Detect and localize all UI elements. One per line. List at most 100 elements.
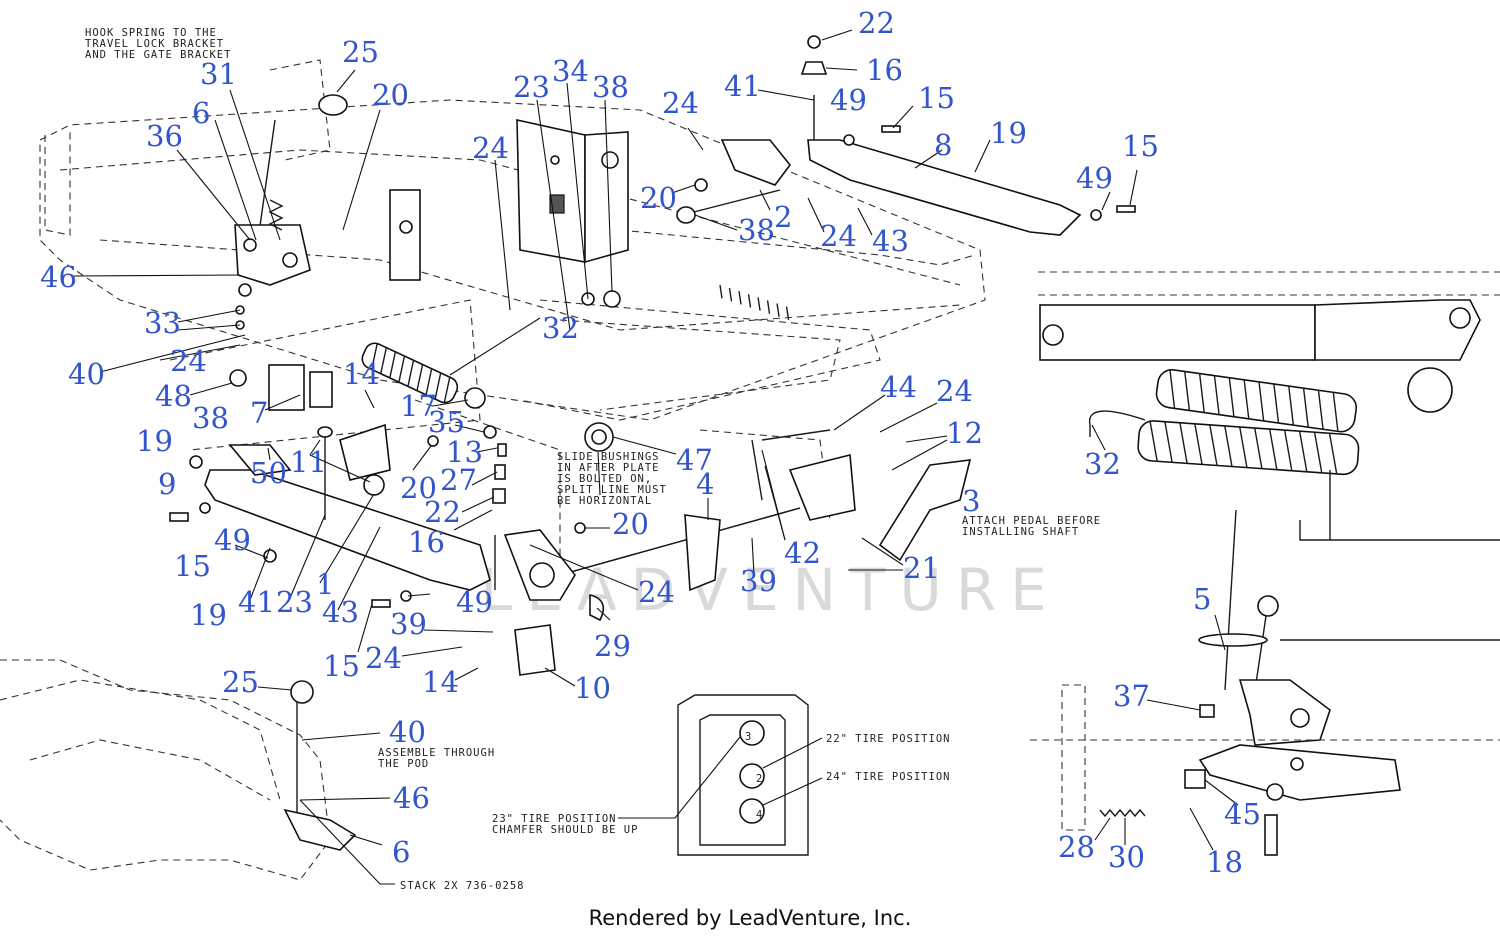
note-hook-spring-1: HOOK SPRING TO THE: [85, 27, 217, 39]
callout: 40: [68, 357, 105, 391]
callout: 24: [638, 575, 675, 609]
callout: 47: [676, 443, 713, 477]
callout: 38: [738, 213, 775, 247]
callout: 16: [408, 525, 445, 559]
callout: 44: [880, 370, 917, 404]
callout: 20: [400, 471, 437, 505]
upper-right-linkage: [676, 35, 1136, 236]
left-rail: [204, 423, 496, 591]
note-slide-bushings-4: SPLIT LINE MUST: [557, 484, 667, 496]
callout: 21: [903, 551, 940, 585]
annotation-notes: HOOK SPRING TO THE TRAVEL LOCK BRACKET A…: [85, 27, 1101, 892]
note-stack: STACK 2X 736-0258: [400, 880, 524, 892]
callout: 48: [155, 379, 192, 413]
lever-detail-inset: [1030, 509, 1500, 856]
callout: 24: [820, 219, 857, 253]
note-attach-pedal-2: INSTALLING SHAFT: [962, 526, 1079, 538]
callout: 20: [612, 507, 649, 541]
note-tire-23-2: CHAMFER SHOULD BE UP: [492, 824, 638, 836]
note-slide-bushings-1: SLIDE BUSHINGS: [557, 451, 660, 463]
callout: 36: [146, 119, 183, 153]
callout: 41: [724, 69, 761, 103]
leader-lines: [71, 29, 1239, 885]
callout: 46: [40, 260, 77, 294]
callout: 38: [192, 401, 229, 435]
callout: 24: [365, 641, 402, 675]
pod-detail: [0, 659, 357, 881]
callout: 46: [393, 781, 430, 815]
left-lever-assembly: [234, 94, 348, 330]
callout: 38: [592, 70, 629, 104]
callout: 25: [222, 665, 259, 699]
note-tire-22: 22" TIRE POSITION: [826, 733, 950, 745]
callout: 24: [472, 131, 509, 165]
callout: 39: [390, 607, 427, 641]
callout: 8: [934, 128, 952, 162]
note-slide-bushings-3: IS BOLTED ON,: [557, 473, 652, 485]
callout: 10: [574, 671, 611, 705]
callout: 32: [1084, 447, 1121, 481]
callout: 18: [1206, 845, 1243, 879]
callout: 19: [990, 116, 1027, 150]
callout: 28: [1058, 830, 1095, 864]
plate-digit-2: 2: [756, 773, 763, 785]
callout: 43: [322, 595, 359, 629]
callout: 24: [662, 86, 699, 120]
note-slide-bushings-5: BE HORIZONTAL: [557, 495, 652, 507]
callout: 6: [192, 96, 210, 130]
callout: 7: [250, 396, 268, 430]
callout: 23: [513, 70, 550, 104]
callout: 30: [1108, 840, 1145, 874]
callout: 31: [200, 57, 237, 91]
callout: 35: [428, 405, 465, 439]
callout: 24: [170, 344, 207, 378]
callout: 2: [774, 200, 792, 234]
callout: 4: [696, 467, 714, 501]
springs: [361, 284, 790, 404]
note-attach-pedal-1: ATTACH PEDAL BEFORE: [962, 515, 1101, 527]
callout: 27: [440, 463, 477, 497]
callout: 15: [918, 81, 955, 115]
callout: 34: [552, 54, 589, 88]
callout: 6: [392, 835, 410, 869]
callout: 49: [214, 523, 251, 557]
callout: 11: [290, 445, 327, 479]
callout: 3: [962, 484, 980, 518]
callout: 42: [784, 536, 821, 570]
callout: 23: [276, 585, 313, 619]
callout: 20: [640, 181, 677, 215]
callout: 22: [424, 495, 461, 529]
callout: 16: [866, 53, 903, 87]
callout: 32: [542, 311, 579, 345]
callout: 9: [158, 467, 176, 501]
callout: 19: [190, 598, 227, 632]
note-hook-spring-3: AND THE GATE BRACKET: [85, 49, 231, 61]
callout: 39: [740, 564, 777, 598]
callout: 5: [1193, 582, 1211, 616]
note-assemble-pod-1: ASSEMBLE THROUGH: [378, 747, 495, 759]
callout: 14: [343, 357, 380, 391]
note-tire-24: 24" TIRE POSITION: [826, 771, 950, 783]
callout: 19: [136, 424, 173, 458]
plate-digit-4: 4: [756, 809, 763, 821]
footer-credit: Rendered by LeadVenture, Inc.: [588, 906, 912, 930]
callout: 13: [446, 435, 483, 469]
callout: 14: [422, 665, 459, 699]
callout: 20: [372, 78, 409, 112]
callout: 41: [238, 585, 275, 619]
callout: 45: [1224, 797, 1261, 831]
small-hardware: [169, 364, 586, 608]
callout: 43: [872, 224, 909, 258]
callout: 49: [830, 83, 867, 117]
callout: 40: [389, 715, 426, 749]
callout: 25: [342, 35, 379, 69]
callout: 24: [936, 374, 973, 408]
callout: 37: [1113, 679, 1150, 713]
callout: 33: [144, 306, 181, 340]
note-assemble-pod-2: THE POD: [378, 758, 429, 770]
plate-digit-3: 3: [745, 731, 752, 743]
inset-spring-detail: [1038, 271, 1500, 541]
callout: 50: [250, 456, 287, 490]
